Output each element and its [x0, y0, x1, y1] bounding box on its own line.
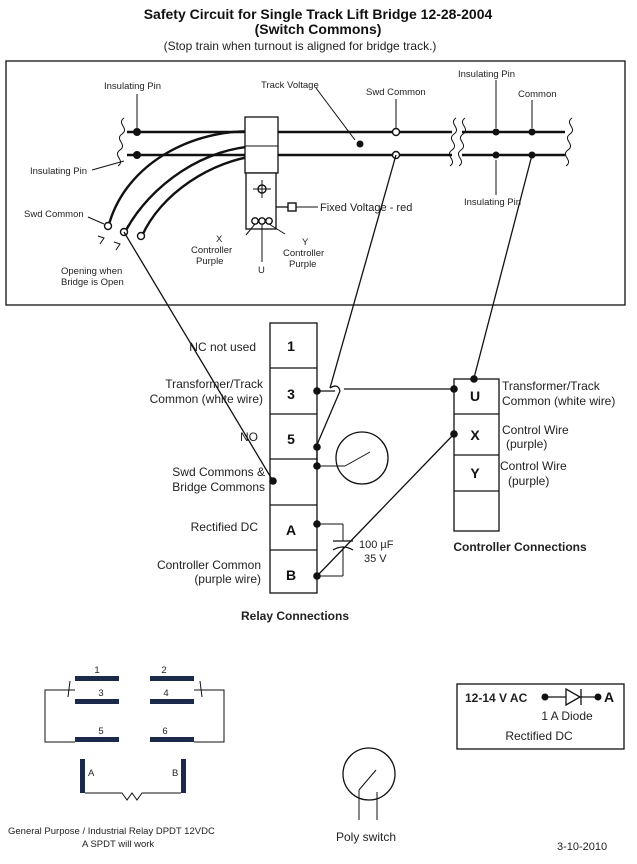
fixed-voltage-label: Fixed Voltage - red: [320, 202, 412, 214]
title-line3: (Stop train when turnout is aligned for …: [164, 39, 437, 53]
insulating-pin-top-left-label: Insulating Pin: [104, 81, 161, 92]
common-label: Common: [518, 89, 557, 100]
y-controller-label: Controller: [283, 248, 324, 259]
relay-terminal-a: A: [286, 522, 296, 538]
diode-label: 1 A Diode: [541, 709, 593, 723]
relay-pin-1: 1: [94, 665, 99, 676]
poly-switch-symbol: [342, 747, 396, 820]
capacitor-value: 100 µF: [359, 539, 394, 551]
controller-terminal-y: Y: [470, 465, 480, 481]
relay-swd-label-1: Swd Commons &: [172, 465, 265, 479]
rectifier-caption: Rectified DC: [505, 729, 573, 743]
capacitor-symbol: [317, 523, 354, 577]
relay-pin-3: 3: [98, 688, 103, 699]
rectifier-input-label: 12-14 V AC: [465, 691, 528, 705]
insulating-pin-top-right-label: Insulating Pin: [458, 69, 515, 80]
relay-pin-6: 6: [162, 726, 167, 737]
poly-switch-label: Poly switch: [336, 830, 396, 844]
relay-caption-1: General Purpose / Industrial Relay DPDT …: [8, 826, 215, 837]
controller-y-label-2: (purple): [508, 474, 549, 488]
x-label: X: [216, 234, 223, 245]
controller-terminal-x: X: [470, 427, 480, 443]
opening-line2-label: Bridge is Open: [61, 277, 124, 288]
u-label: U: [258, 265, 265, 276]
relay-rectified-label: Rectified DC: [191, 520, 259, 534]
track-drawing: [87, 80, 574, 262]
x-purple-label: Purple: [196, 256, 223, 267]
relay-poly-switch: [335, 431, 389, 485]
track-frame: [5, 60, 626, 306]
relay-swd-label-2: Bridge Commons: [172, 480, 265, 494]
swd-common-top-label: Swd Common: [366, 87, 426, 98]
rectifier-output-label: A: [604, 689, 614, 705]
opening-line1-label: Opening when: [61, 266, 122, 277]
relay-terminal-1: 1: [287, 338, 295, 354]
controller-terminal-u: U: [470, 388, 480, 404]
capacitor-voltage: 35 V: [364, 553, 387, 565]
controller-x-label-1: Control Wire: [502, 423, 569, 437]
relay-terminal-5: 5: [287, 431, 295, 447]
controller-u-label-1: Transformer/Track: [502, 379, 601, 393]
relay-coil-b: B: [172, 768, 178, 779]
relay-nc-label: NC not used: [189, 340, 256, 354]
relay-pin-4: 4: [163, 688, 168, 699]
x-controller-label: Controller: [191, 245, 232, 256]
wiring: [123, 154, 533, 577]
relay-terminal-b: B: [286, 567, 296, 583]
relay-connections-title: Relay Connections: [241, 609, 349, 623]
y-purple-label: Purple: [289, 259, 316, 270]
diode-symbol: [541, 687, 602, 707]
relay-coil-a: A: [88, 768, 95, 779]
relay-controller-label-2: (purple wire): [194, 572, 261, 586]
controller-x-label-2: (purple): [506, 437, 547, 451]
y-label: Y: [302, 237, 309, 248]
relay-controller-label-1: Controller Common: [157, 558, 261, 572]
controller-u-label-2: Common (white wire): [502, 394, 615, 408]
controller-terminal-block: [453, 378, 500, 532]
swd-common-left-label: Swd Common: [24, 209, 84, 220]
relay-pin-5: 5: [98, 726, 103, 737]
controller-y-label-1: Control Wire: [500, 459, 567, 473]
relay-caption-2: A SPDT will work: [82, 839, 154, 850]
title-line1: Safety Circuit for Single Track Lift Bri…: [144, 6, 493, 22]
relay-pin-layout: [44, 676, 225, 801]
track-voltage-label: Track Voltage: [261, 80, 319, 91]
insulating-pin-right-label: Insulating Pin: [464, 197, 521, 208]
insulating-pin-left-label: Insulating Pin: [30, 166, 87, 177]
controller-connections-title: Controller Connections: [453, 540, 587, 554]
relay-terminal-3: 3: [287, 386, 295, 402]
relay-terminal-block: [269, 322, 318, 594]
title-line2: (Switch Commons): [255, 21, 382, 37]
relay-pin-2: 2: [161, 665, 166, 676]
relay-transformer-label-2: Common (white wire): [150, 392, 263, 406]
date-label: 3-10-2010: [557, 841, 607, 853]
